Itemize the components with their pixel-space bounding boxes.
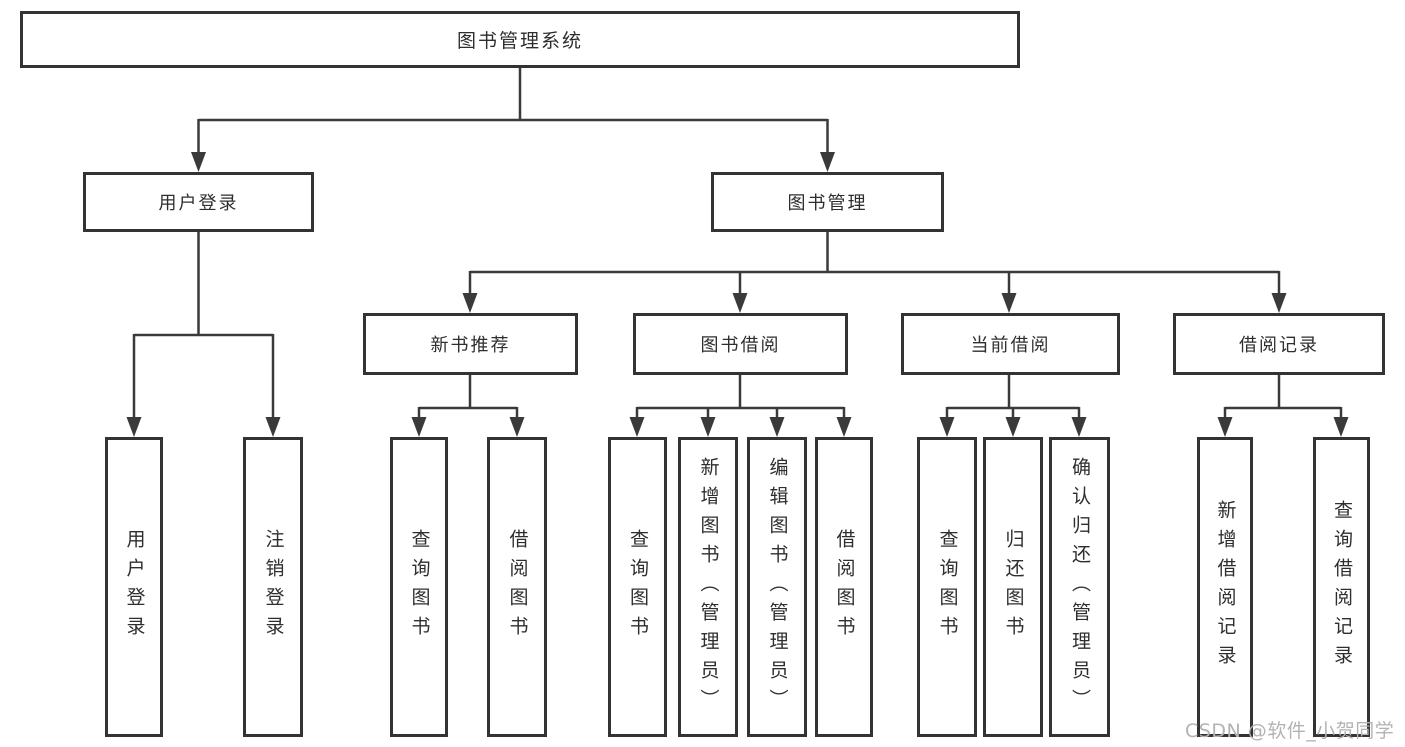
node-borrowing-records: 借阅记录: [1173, 313, 1385, 375]
edge-root-to-level2: [191, 66, 835, 172]
leaf-add-books-admin: 新增图书（管理员）: [678, 437, 738, 737]
leaf-borrow-books-borrowing: 借阅图书: [815, 437, 873, 737]
edge-user-login-to-leaves: [126, 230, 281, 437]
leaf-confirm-return-admin: 确认归还（管理员）: [1049, 437, 1110, 737]
node-book-borrowing: 图书借阅: [633, 313, 848, 375]
node-book-management: 图书管理: [711, 172, 944, 232]
leaf-borrow-books-recommend: 借阅图书: [487, 437, 547, 737]
leaf-query-books-borrowing: 查询图书: [608, 437, 667, 737]
leaf-query-borrow-record: 查询借阅记录: [1313, 437, 1370, 737]
node-user-login: 用户登录: [83, 172, 314, 232]
csdn-watermark: CSDN @软件_小贺同学: [1185, 720, 1395, 742]
node-root: 图书管理系统: [20, 11, 1020, 68]
edge-book-borrowing-to-leaves: [629, 372, 852, 437]
node-new-book-recommendation: 新书推荐: [363, 313, 578, 375]
node-current-borrowing: 当前借阅: [901, 313, 1120, 375]
edge-new-book-recommendation-to-leaves: [411, 372, 525, 437]
leaf-edit-books-admin: 编辑图书（管理员）: [747, 437, 807, 737]
edge-borrowing-records-to-leaves: [1217, 372, 1349, 437]
leaf-logout: 注销登录: [243, 437, 303, 737]
leaf-query-books-current: 查询图书: [917, 437, 977, 737]
leaf-add-borrow-record: 新增借阅记录: [1197, 437, 1253, 737]
leaf-query-books-recommend: 查询图书: [390, 437, 448, 737]
leaf-user-login: 用户登录: [105, 437, 163, 737]
edge-book-management-to-level3: [462, 230, 1287, 313]
leaf-return-books: 归还图书: [983, 437, 1043, 737]
edge-current-borrowing-to-leaves: [939, 372, 1087, 437]
